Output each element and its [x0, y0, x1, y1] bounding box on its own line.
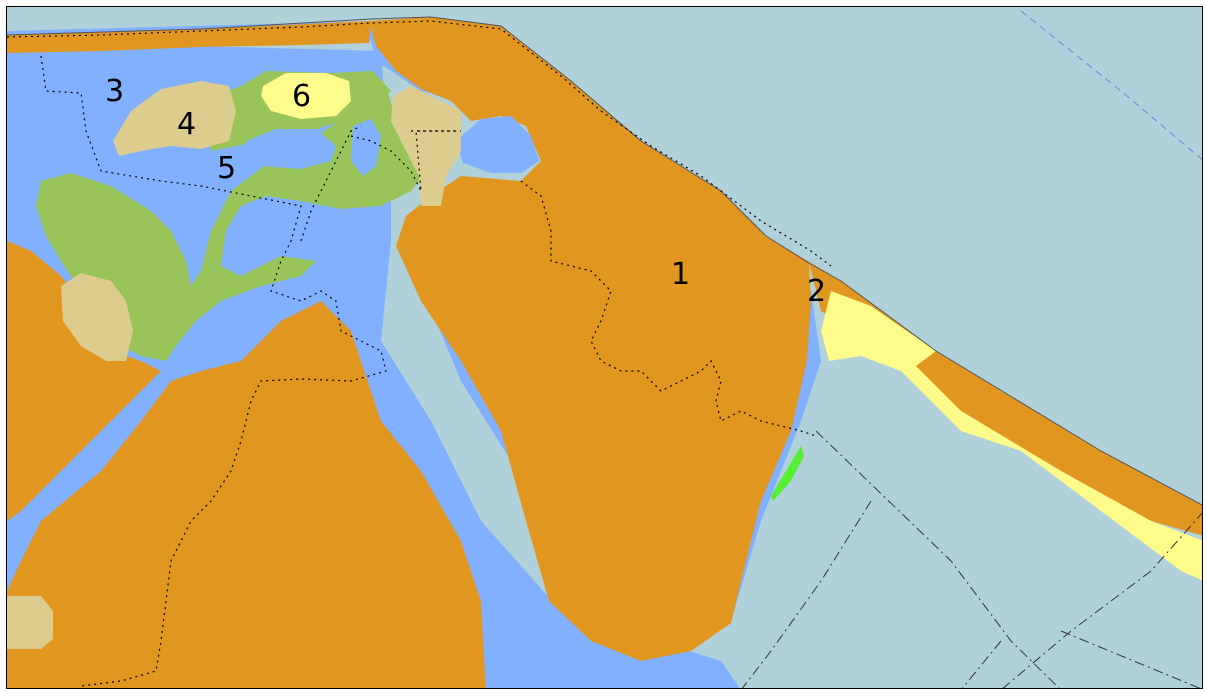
- land-west: [7, 241, 161, 521]
- sea-boundary-2: [741, 500, 872, 688]
- region-label-1: 1: [671, 257, 690, 292]
- pool-inner-3: [456, 116, 539, 173]
- sea-boundary-3: [1002, 512, 1202, 688]
- grid-line: [1020, 10, 1202, 160]
- map-svg: 1 2 3 4 5 6: [7, 7, 1202, 688]
- land-region-1: [369, 17, 811, 661]
- tan-patch-southwest: [7, 596, 53, 649]
- land-region-6-yellow: [261, 73, 351, 119]
- yellow-coastal-strip: [821, 291, 1202, 581]
- pool-inner-2: [351, 119, 381, 176]
- boundary-north: [7, 20, 832, 267]
- tan-patch-west: [61, 273, 133, 361]
- boundary-central: [350, 130, 461, 192]
- region-label-4: 4: [177, 107, 196, 142]
- coastline-outline: [7, 16, 1202, 506]
- bright-green-sliver: [771, 446, 804, 501]
- pool-inner-1: [246, 129, 336, 169]
- sea-boundary-5: [1060, 630, 1201, 688]
- sea-boundary-1: [815, 430, 1060, 688]
- region-label-5: 5: [217, 151, 236, 186]
- land-region-4-tan: [113, 81, 236, 156]
- region-label-6: 6: [292, 79, 311, 114]
- region-label-3: 3: [105, 74, 124, 109]
- land-north-strip: [7, 21, 371, 53]
- region-label-2: 2: [807, 274, 826, 309]
- land-southwest: [7, 301, 486, 688]
- tan-patch-center: [391, 86, 461, 206]
- map-canvas[interactable]: 1 2 3 4 5 6: [6, 6, 1203, 689]
